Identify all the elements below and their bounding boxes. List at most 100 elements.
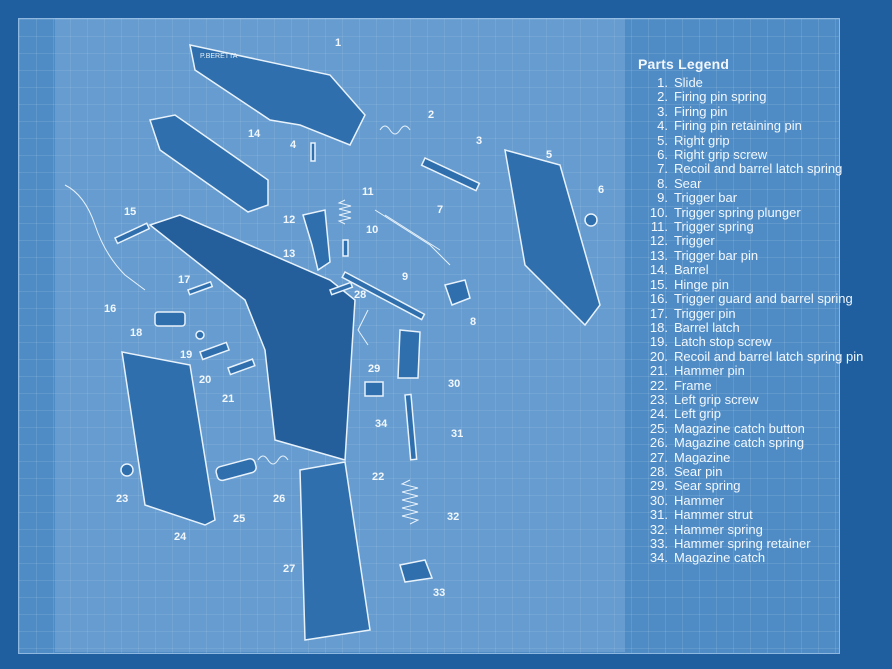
legend-item: 29.Sear spring [638,478,883,494]
part-sear [444,279,471,306]
legend-item-number: 17. [649,305,668,321]
callout-2: 2 [428,109,434,121]
callout-6: 6 [598,184,604,196]
part-firing-pin [420,157,481,192]
legend-item-name: Latch stop screw [674,334,772,350]
legend-item-name: Left grip screw [674,391,759,407]
legend-item-name: Hammer [674,492,724,508]
legend-item-name: Trigger spring [674,219,754,235]
callout-33: 33 [433,587,445,599]
callout-34: 34 [375,418,388,430]
legend-item: 12.Trigger [638,233,883,249]
callout-25: 25 [233,513,245,525]
part-right-grip-screw [584,213,598,227]
part-hammer-strut [404,393,418,461]
part-magazine [299,461,371,641]
part-firing-pin-spring [379,125,411,135]
legend-item-name: Barrel latch [674,319,740,335]
callout-22: 22 [372,471,384,483]
callout-27: 27 [283,563,295,575]
legend-item-name: Right grip [674,132,730,148]
legend-item-name: Sear pin [674,463,723,479]
part-hinge-pin [114,222,151,245]
callout-10: 10 [366,224,378,236]
part-frame [148,214,356,461]
callout-19: 19 [180,349,192,361]
legend-item-name: Left grip [674,406,721,422]
legend-item-number: 10. [649,204,668,220]
part-magazine-catch-button [215,458,257,482]
legend-item: 32.Hammer spring [638,521,883,537]
legend-item: 31. Hammer strut [638,507,883,523]
legend-item-name: Recoil and barrel latch spring pin [674,348,864,364]
part-trigger-bar [341,270,426,321]
callout-29: 29 [368,363,380,375]
legend-item-number: 12. [649,233,668,249]
legend-item-number: 15. [649,276,668,292]
callout-26: 26 [273,493,285,505]
legend-item-name: Slide [674,75,703,90]
callout-12: 12 [283,214,295,226]
callout-20: 20 [199,374,211,386]
part-latch-stop-screw [195,330,205,340]
callout-15: 15 [124,206,136,218]
legend-item: 13. Trigger bar pin [638,247,883,263]
legend-item-name: Right grip screw [674,147,768,163]
legend-item-name: Hammer pin [674,363,745,379]
legend-item: 16. Trigger guard and barrel spring [638,291,883,307]
part-barrel-latch [154,311,186,327]
callout-31: 31 [451,428,463,440]
legend-item-number: 16. [649,291,668,307]
legend-item: 34.Magazine catch [638,550,883,566]
legend-item-number: 20. [649,348,668,364]
legend-item-name: Recoil and barrel latch spring [674,161,843,177]
callout-5: 5 [546,149,552,161]
legend-item-number: 11. [650,219,668,235]
legend-item: 25.Magazine catch button [638,420,883,436]
callout-30: 30 [448,378,460,390]
legend-item-number: 21. [649,363,668,379]
legend-item: 15.Hinge pin [638,276,883,292]
legend-item-number: 31. [649,507,668,523]
legend-item-name: Trigger bar pin [674,247,759,263]
callout-1: 1 [335,37,341,49]
legend-item-name: Trigger pin [674,305,736,321]
legend-item: 7.Recoil and barrel latch spring [638,161,883,177]
callout-18: 18 [130,327,142,339]
legend-item-name: Hammer strut [674,507,753,523]
legend-item-name: Trigger guard and barrel spring [674,291,853,307]
legend-item-number: 34. [649,550,668,566]
legend-item: 22.Frame [638,378,883,393]
legend-item-name: Firing pin retaining pin [674,118,802,134]
legend-item: 8.Sear [638,176,883,191]
legend-item: 6.Right grip screw [638,147,883,163]
legend-title: Parts Legend [638,56,730,72]
callout-13: 13 [283,248,295,260]
callout-3: 3 [476,135,482,147]
part-right-grip [504,148,601,327]
legend-item: 28.Sear pin [638,463,883,479]
legend-item-name: Barrel [674,262,709,278]
legend-item: 20. Recoil and barrel latch spring pin [638,348,883,364]
part-barrel [149,114,269,213]
legend-item-number: 3. [657,103,668,119]
slide-marking: P.BERETTA [200,53,238,60]
part-trigger-spring-plunger [342,239,349,257]
legend-item-name: Sear spring [674,478,741,494]
callout-28: 28 [354,289,366,301]
legend-item-name: Hammer spring [674,521,763,537]
legend-item: 1.Slide [638,75,883,90]
part-hammer-spring-retainer [399,559,434,583]
legend-item-number: 9. [657,190,668,206]
part-sear-spring [357,309,369,346]
part-trigger-spring [337,199,352,225]
callout-17: 17 [178,274,190,286]
part-magazine-catch [364,381,384,397]
legend-item: 33.Hammer spring retainer [638,536,883,551]
callout-24: 24 [174,531,187,543]
legend-item-number: 25. [649,420,668,436]
legend-item: 23.Left grip screw [638,391,883,407]
legend-item-number: 13. [649,247,668,263]
legend-item-name: Trigger bar [674,190,738,206]
legend-item: 30.Hammer [638,492,883,508]
